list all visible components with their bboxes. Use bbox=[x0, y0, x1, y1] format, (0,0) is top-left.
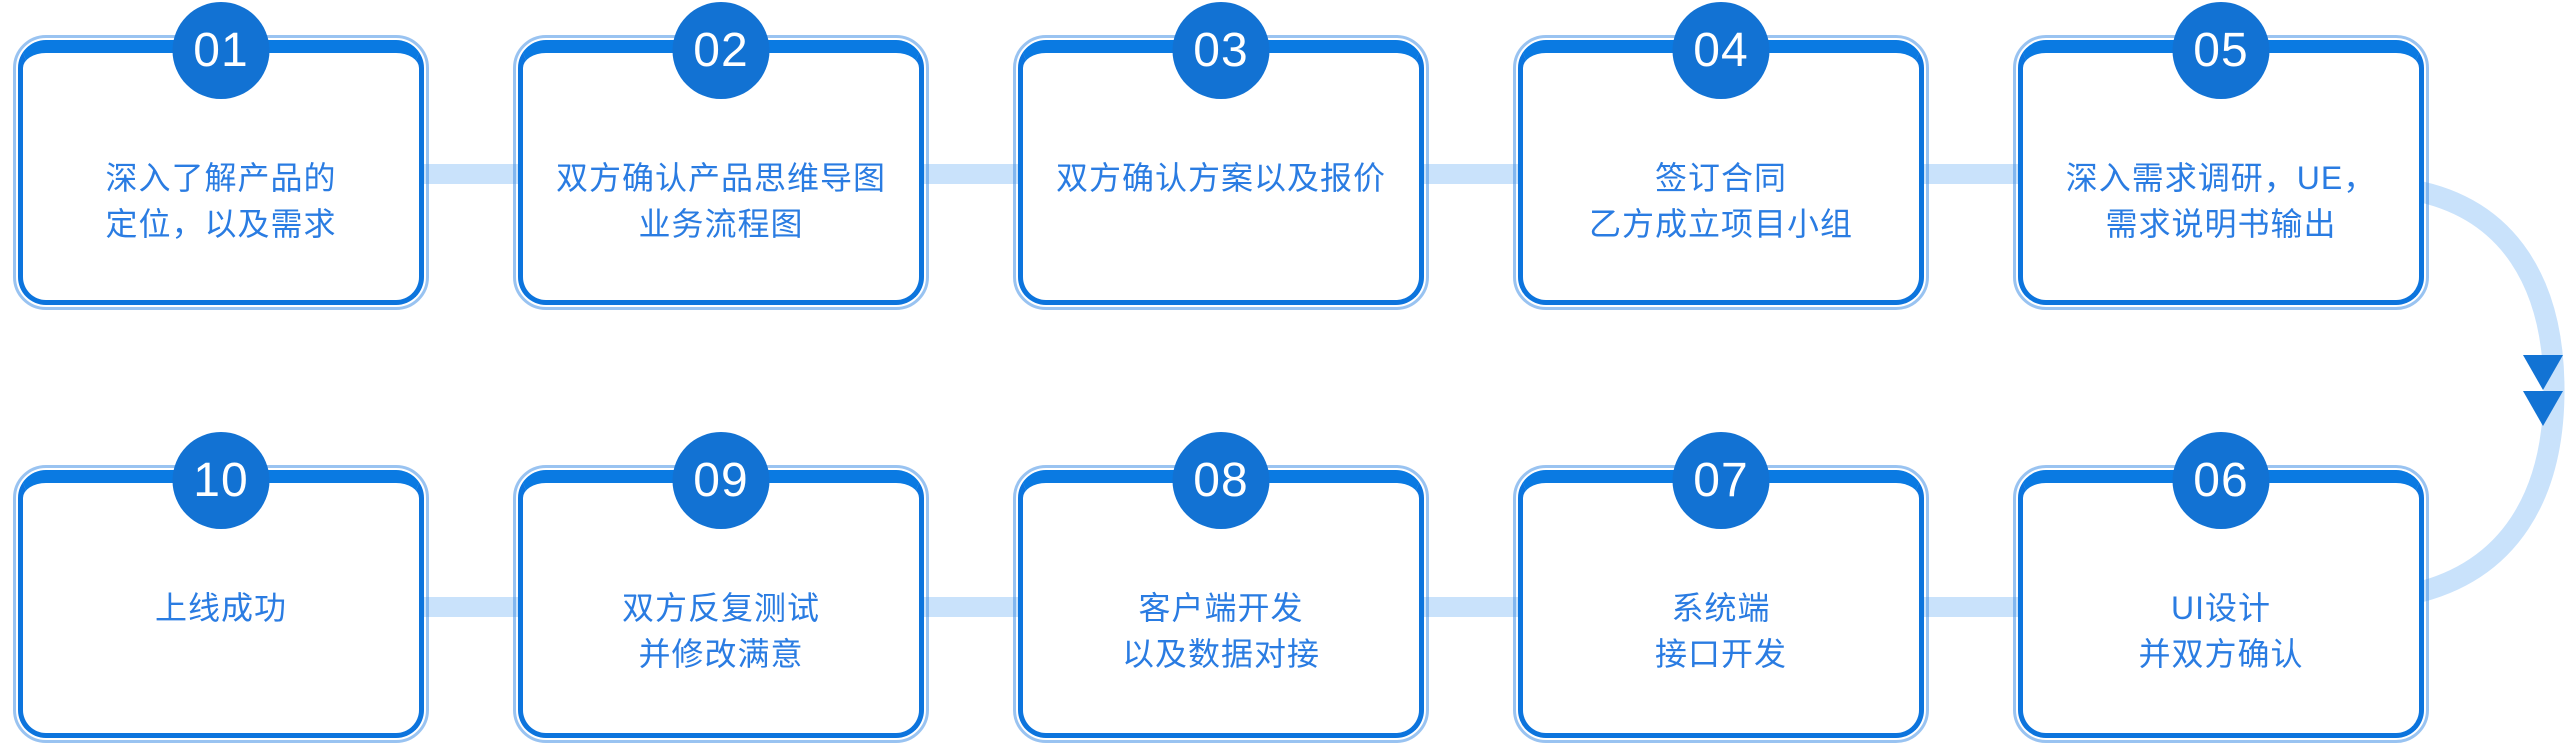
flow-row-bottom: 10 上线成功 09 双方反复测试并修改满意 08 客户端开发以及数据对接 07… bbox=[13, 432, 2429, 743]
step-card-03: 03 双方确认方案以及报价 bbox=[1013, 2, 1429, 310]
step-card-04: 04 签订合同乙方成立项目小组 bbox=[1513, 2, 1929, 310]
step-description: 深入了解产品的定位，以及需求 bbox=[23, 53, 419, 247]
step-description: 系统端接口开发 bbox=[1523, 483, 1919, 677]
step-number-badge: 02 bbox=[672, 2, 770, 99]
step-description: 签订合同乙方成立项目小组 bbox=[1523, 53, 1919, 247]
step-card-06: 06 UI设计并双方确认 bbox=[2013, 432, 2429, 743]
bottom-row-connectors bbox=[414, 597, 2028, 617]
step-description-line: 双方反复测试 bbox=[621, 590, 820, 626]
flow-row-top: 01 深入了解产品的定位，以及需求 02 双方确认产品思维导图业务流程图 03 … bbox=[13, 2, 2429, 310]
step-number-badge: 04 bbox=[1672, 2, 1770, 99]
step-number: 02 bbox=[693, 24, 749, 77]
step-number: 05 bbox=[2193, 24, 2249, 77]
step-description-line: 深入需求调研，UE， bbox=[2065, 160, 2377, 196]
step-description-line: 系统端 bbox=[1671, 590, 1771, 626]
step-number-badge: 10 bbox=[172, 432, 270, 529]
top-row-connectors bbox=[414, 164, 2028, 184]
step-number: 04 bbox=[1693, 24, 1749, 77]
step-card-10: 10 上线成功 bbox=[13, 432, 429, 743]
step-number: 10 bbox=[193, 454, 249, 507]
step-description: 客户端开发以及数据对接 bbox=[1023, 483, 1419, 677]
arrow-down-icon bbox=[2523, 355, 2563, 426]
step-number: 06 bbox=[2193, 454, 2249, 507]
step-description-line: 业务流程图 bbox=[638, 206, 804, 242]
connector-09-08 bbox=[914, 597, 1028, 617]
curve-connector-05-06 bbox=[2409, 179, 2565, 605]
step-number-badge: 08 bbox=[1172, 432, 1270, 529]
step-card-09: 09 双方反复测试并修改满意 bbox=[513, 432, 929, 743]
step-description-line: 定位，以及需求 bbox=[105, 206, 337, 242]
connector-04-05 bbox=[1914, 164, 2028, 184]
step-description-line: 乙方成立项目小组 bbox=[1588, 206, 1853, 242]
connector-03-04 bbox=[1414, 164, 1528, 184]
step-number-badge: 06 bbox=[2172, 432, 2270, 529]
step-description: 双方确认产品思维导图业务流程图 bbox=[523, 53, 919, 247]
step-description-line: 双方确认产品思维导图 bbox=[555, 160, 886, 196]
step-description: 深入需求调研，UE， 需求说明书输出 bbox=[2023, 53, 2419, 247]
step-description-line: 接口开发 bbox=[1654, 636, 1787, 672]
step-number: 03 bbox=[1193, 24, 1249, 77]
step-description-line: 客户端开发 bbox=[1138, 590, 1304, 626]
step-number-badge: 01 bbox=[172, 2, 270, 99]
connector-08-07 bbox=[1414, 597, 1528, 617]
step-description-line: 深入了解产品的 bbox=[105, 160, 337, 196]
step-number-badge: 07 bbox=[1672, 432, 1770, 529]
step-card-02: 02 双方确认产品思维导图业务流程图 bbox=[513, 2, 929, 310]
step-description-line: 并双方确认 bbox=[2138, 636, 2304, 672]
step-card-01: 01 深入了解产品的定位，以及需求 bbox=[13, 2, 429, 310]
step-description-line: 并修改满意 bbox=[638, 636, 804, 672]
step-description-line: 签订合同 bbox=[1654, 160, 1787, 196]
step-description-line: 需求说明书输出 bbox=[2105, 206, 2337, 242]
step-description-line: 上线成功 bbox=[154, 590, 287, 626]
step-description: 上线成功 bbox=[23, 483, 419, 631]
step-description-line: 双方确认方案以及报价 bbox=[1055, 160, 1386, 196]
step-number-badge: 05 bbox=[2172, 2, 2270, 99]
step-description: 双方反复测试并修改满意 bbox=[523, 483, 919, 677]
connector-01-02 bbox=[414, 164, 528, 184]
step-description: UI设计并双方确认 bbox=[2023, 483, 2419, 677]
step-card-08: 08 客户端开发以及数据对接 bbox=[1013, 432, 1429, 743]
step-number-badge: 03 bbox=[1172, 2, 1270, 99]
step-description-line: 以及数据对接 bbox=[1121, 636, 1320, 672]
step-number-badge: 09 bbox=[672, 432, 770, 529]
connector-07-06 bbox=[1914, 597, 2028, 617]
step-description: 双方确认方案以及报价 bbox=[1023, 53, 1419, 201]
step-number: 01 bbox=[193, 24, 249, 77]
arrowhead-down-2 bbox=[2523, 391, 2563, 426]
arrowhead-down-1 bbox=[2523, 355, 2563, 390]
step-card-07: 07 系统端接口开发 bbox=[1513, 432, 1929, 743]
step-number: 08 bbox=[1193, 454, 1249, 507]
step-description-line: UI设计 bbox=[2170, 590, 2271, 626]
connector-02-03 bbox=[914, 164, 1028, 184]
step-number: 09 bbox=[693, 454, 749, 507]
step-card-05: 05 深入需求调研，UE， 需求说明书输出 bbox=[2013, 2, 2429, 310]
connector-10-09 bbox=[414, 597, 528, 617]
step-number: 07 bbox=[1693, 454, 1749, 507]
